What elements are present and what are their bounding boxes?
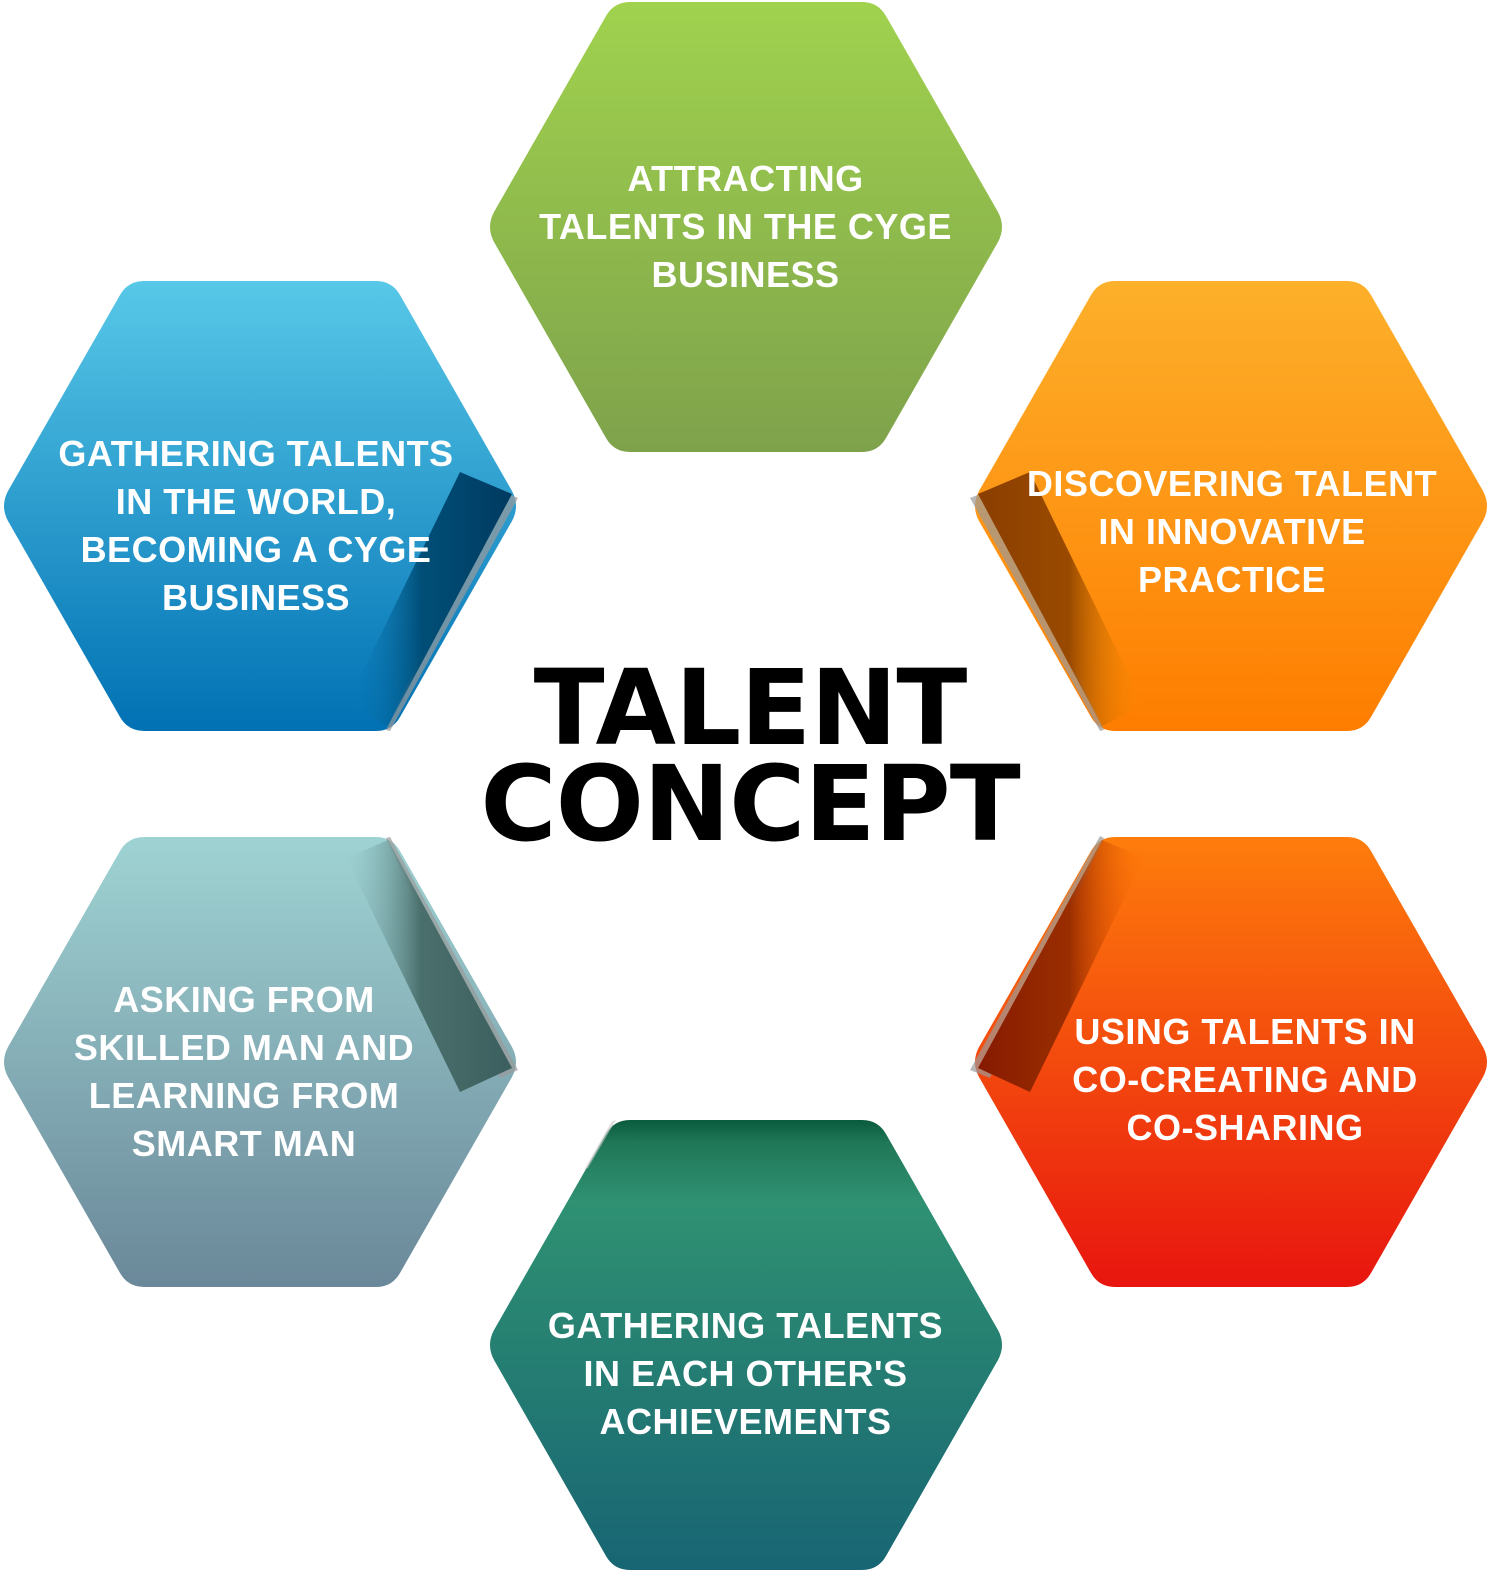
fold-shadow xyxy=(970,836,1104,1078)
page-fold xyxy=(346,472,512,726)
hex-gathering-achievements xyxy=(490,1120,1002,1570)
hexagon-shape xyxy=(975,281,1487,731)
hex-gathering-world xyxy=(4,281,518,731)
fold-edge-highlight xyxy=(584,1120,616,1170)
title-line-1: TALENT xyxy=(533,647,968,769)
hexagon-shape xyxy=(975,837,1487,1287)
hex-label-asking: ASKING FROM SKILLED MAN AND LEARNING FRO… xyxy=(73,979,415,1164)
hexagon-shape xyxy=(490,2,1002,452)
fold-shadow xyxy=(970,490,1104,731)
fold-shadow xyxy=(386,490,518,731)
hex-label-attracting: ATTRACTING TALENTS IN THE CYGE BUSINESS xyxy=(539,158,952,295)
hexagon-shape xyxy=(490,1120,1002,1570)
title-line-2: CONCEPT xyxy=(480,743,1020,865)
hexagon-shape xyxy=(4,281,516,731)
page-fold xyxy=(978,472,1144,726)
page-fold xyxy=(346,840,512,1092)
hex-label-gathering-achievements: GATHERING TALENTS IN EACH OTHER'S ACHIEV… xyxy=(547,1305,944,1442)
hex-using xyxy=(970,836,1487,1287)
hex-label-using: USING TALENTS IN CO-CREATING AND CO-SHAR… xyxy=(1072,1011,1418,1148)
hexagon-shape xyxy=(4,837,516,1287)
hex-label-discovering: DISCOVERING TALENT IN INNOVATIVE PRACTIC… xyxy=(1026,463,1438,600)
hex-label-gathering-world: GATHERING TALENTS IN THE WORLD, BECOMING… xyxy=(58,433,454,618)
page-title: TALENT CONCEPT xyxy=(450,647,1050,865)
hex-asking xyxy=(4,837,518,1287)
hex-attracting xyxy=(490,2,1002,452)
page-fold xyxy=(978,840,1144,1092)
hex-discovering xyxy=(970,281,1487,731)
